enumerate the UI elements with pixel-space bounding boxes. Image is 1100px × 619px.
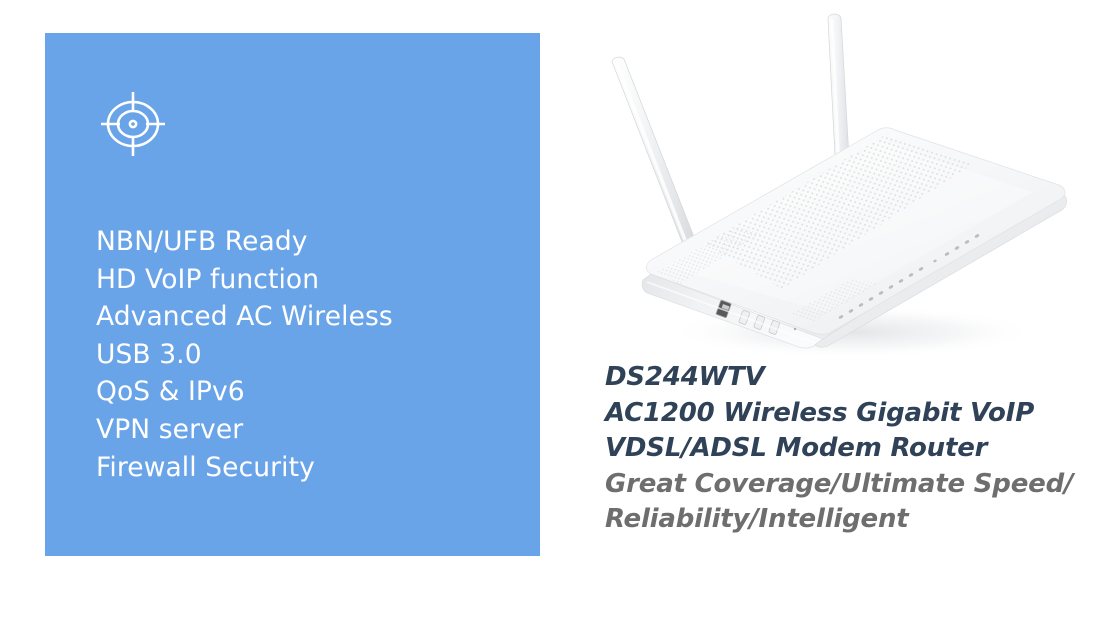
led-indicator-row — [838, 234, 980, 319]
caption-line-tagline-2: Reliability/Intelligent — [605, 504, 909, 534]
feature-item: USB 3.0 — [96, 338, 202, 370]
feature-item: Advanced AC Wireless — [96, 301, 393, 333]
antenna-left — [611, 56, 710, 263]
caption-line-tagline-1: Great Coverage/Ultimate Speed/ — [605, 468, 1074, 499]
wireless-router-photo — [585, 12, 1100, 362]
crosshair-target-icon — [97, 92, 169, 156]
feature-item: NBN/UFB Ready — [96, 226, 308, 257]
caption-line-model: DS244WTV — [605, 362, 765, 392]
usb-port — [715, 299, 732, 318]
reset-pinhole — [793, 327, 797, 331]
feature-item: HD VoIP function — [96, 263, 320, 295]
feature-item: VPN server — [96, 413, 244, 445]
product-caption: DS244WTV AC1200 Wireless Gigabit VoIP VD… — [605, 360, 1100, 538]
caption-line-spec-2: VDSL/ADSL Modem Router — [605, 433, 988, 463]
feature-panel: NBN/UFB Ready HD VoIP function Advanced … — [45, 33, 540, 556]
product-area: DS244WTV AC1200 Wireless Gigabit VoIP VD… — [560, 0, 1100, 619]
caption-line-spec-1: AC1200 Wireless Gigabit VoIP — [605, 397, 1035, 428]
router-chassis — [641, 127, 1067, 349]
feature-list: NBN/UFB Ready HD VoIP function Advanced … — [96, 223, 530, 486]
feature-item: QoS & IPv6 — [96, 376, 245, 408]
feature-item: Firewall Security — [96, 451, 315, 483]
